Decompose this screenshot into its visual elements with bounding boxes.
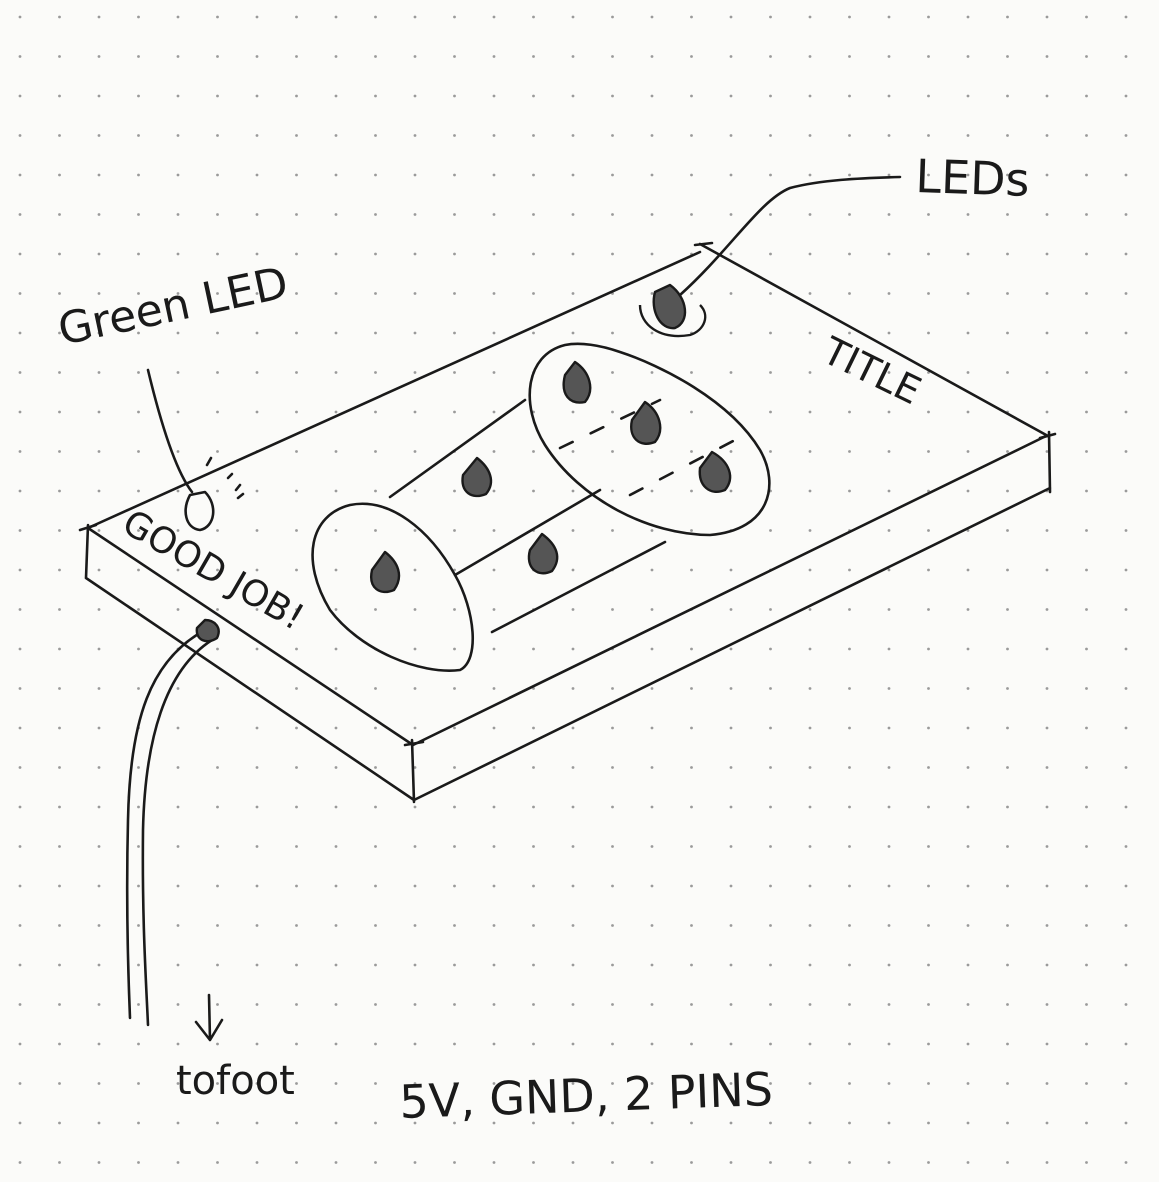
led-icon	[370, 550, 401, 594]
arrow-down-icon	[194, 993, 224, 1042]
leds-callout-line	[678, 175, 902, 297]
green-led-callout-line	[146, 368, 194, 494]
cable-wire-left	[125, 628, 207, 1020]
leds-label: LEDs	[915, 149, 1031, 207]
to-foot-label: tofoot	[176, 1058, 295, 1104]
led-icon	[562, 360, 592, 404]
board-corner-ticks	[78, 241, 1057, 747]
cable-wire-right	[141, 638, 214, 1027]
led-tube-upper-line	[388, 398, 527, 499]
led-icon	[527, 532, 559, 575]
led-icon	[698, 450, 732, 493]
pins-label: 5V, GND, 2 PINS	[398, 1062, 773, 1129]
led-tube-front-disc	[311, 502, 475, 672]
led-tube-lower-line	[490, 540, 667, 634]
cable-grommet-icon	[195, 618, 220, 643]
green-led-glow-marks	[205, 456, 245, 500]
led-tube-back-disc	[528, 342, 771, 537]
led-icon	[461, 456, 493, 498]
led-top-ring	[638, 304, 707, 338]
led-tube-middle-line	[453, 488, 602, 577]
led-icon	[652, 283, 687, 330]
board-front-edge	[84, 430, 1052, 804]
board-top-face	[86, 242, 1050, 747]
green-led-icon	[184, 490, 215, 532]
led-icon	[630, 400, 662, 445]
